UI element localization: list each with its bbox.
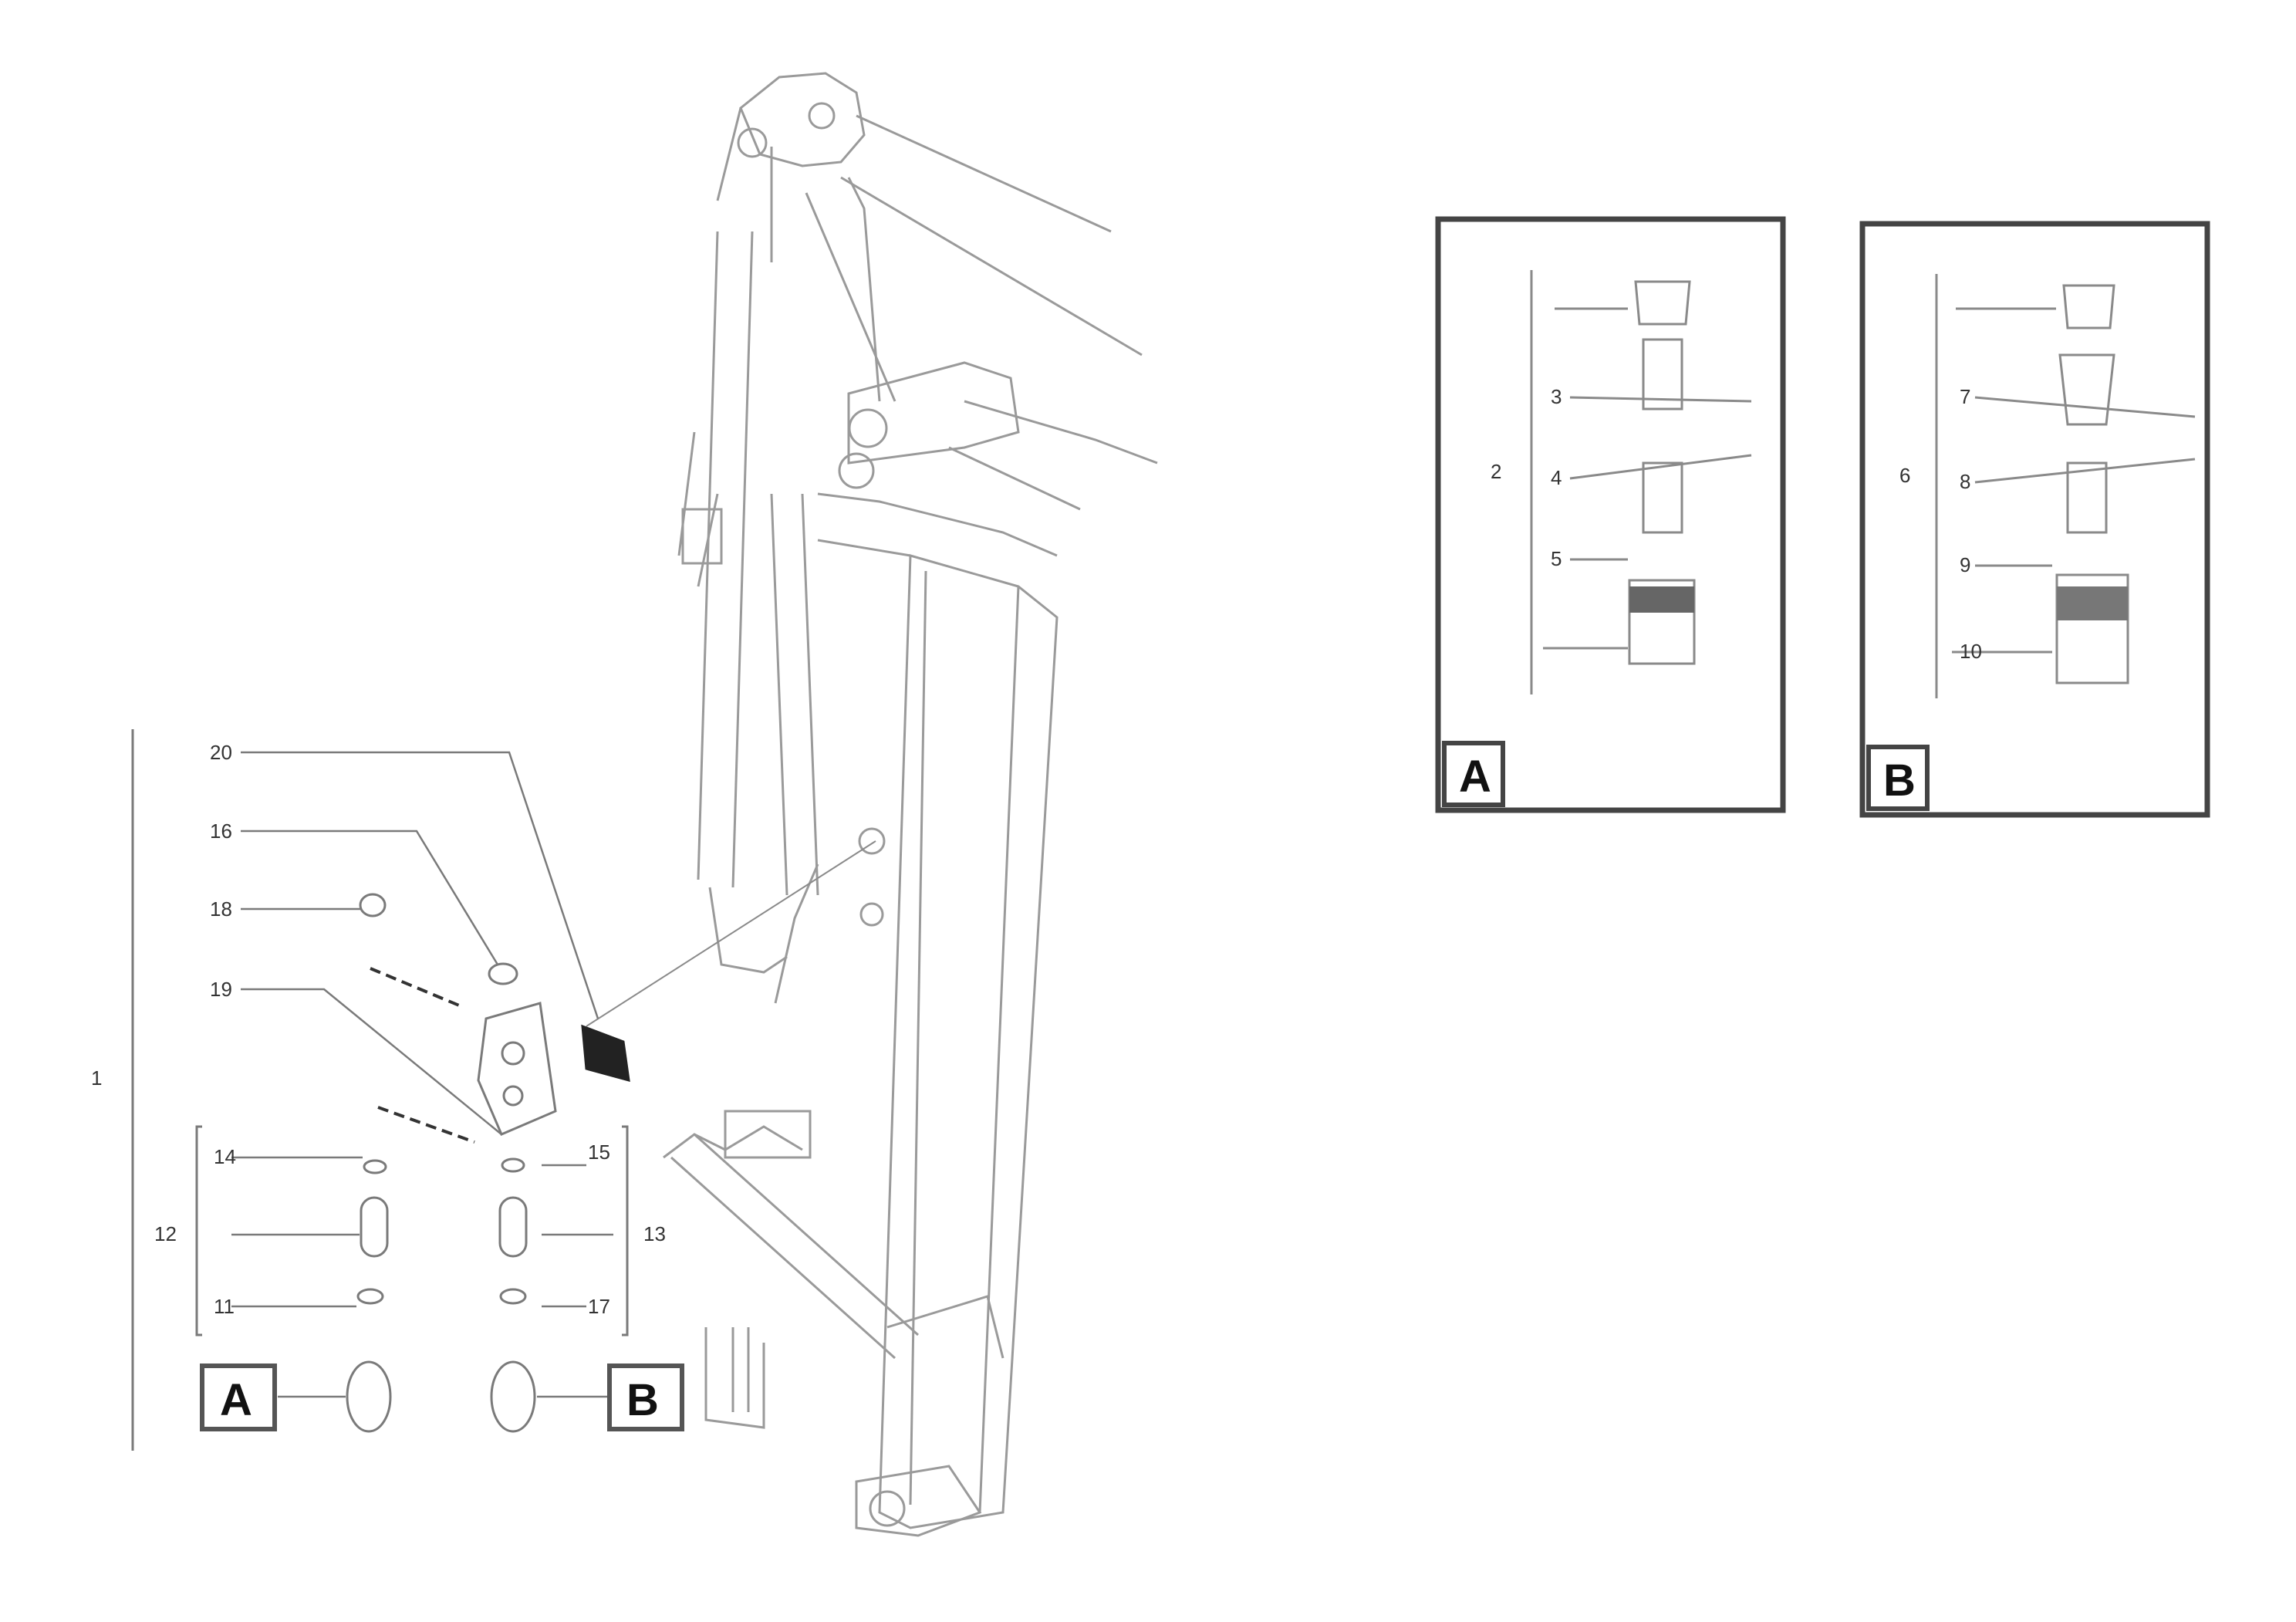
detail-a-callout-3: 3: [1551, 385, 1562, 408]
leader-to-block: [586, 840, 876, 1027]
callout-12: 12: [154, 1222, 177, 1245]
callout-15: 15: [588, 1140, 610, 1164]
callout-13: 13: [643, 1222, 666, 1245]
detail-b-callout-9: 9: [1960, 553, 1970, 576]
detail-b-callout-7: 7: [1960, 385, 1970, 408]
svg-text:A: A: [220, 1375, 252, 1425]
detail-a-callout-2: 2: [1491, 460, 1501, 483]
callout-18: 18: [210, 897, 232, 921]
detail-a: 2 3 4 5 A: [1435, 216, 1786, 813]
exploded-subassembly: [131, 729, 630, 1451]
callout-1: 1: [91, 1066, 102, 1090]
callout-20: 20: [210, 741, 232, 764]
detail-b: 6 7 8 9 10 B: [1859, 221, 2210, 818]
detail-b-callout-8: 8: [1960, 470, 1970, 493]
callout-11: 11: [214, 1295, 235, 1318]
detail-a-callout-5: 5: [1551, 547, 1562, 570]
callout-19: 19: [210, 978, 232, 1001]
svg-text:B: B: [1883, 755, 1916, 806]
callout-14: 14: [214, 1145, 236, 1168]
svg-text:A: A: [1459, 752, 1491, 802]
callout-16: 16: [210, 819, 232, 843]
ref-box-b: B: [607, 1363, 684, 1431]
callout-17: 17: [588, 1295, 610, 1318]
leader-lines: [231, 751, 613, 1398]
detail-a-callout-4: 4: [1551, 466, 1562, 489]
callout-labels-left: 1 20 16 18 19 12 14 11 15 13 17: [91, 741, 666, 1318]
detail-b-callout-6: 6: [1899, 464, 1910, 487]
svg-text:B: B: [626, 1375, 659, 1425]
detail-b-callout-10: 10: [1960, 640, 1982, 663]
dipper-arm-assembly: [663, 72, 1158, 1537]
ref-box-a: A: [200, 1363, 277, 1431]
